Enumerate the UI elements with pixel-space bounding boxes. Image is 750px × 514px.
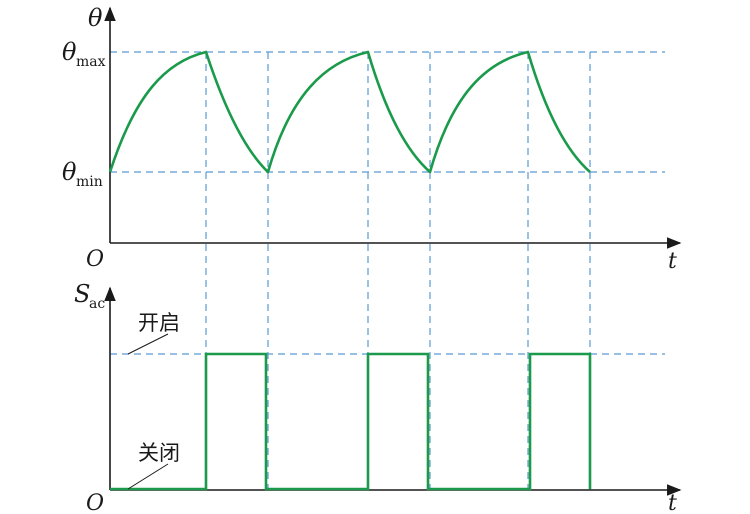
bottom-origin-label: O [86,491,104,514]
svg-text:θ: θ [62,38,77,66]
top-origin-label: O [86,247,104,272]
off-label: 关闭 [138,441,180,465]
bottom-axes [104,286,682,496]
svg-text:min: min [76,174,103,190]
svg-text:θ: θ [62,158,77,186]
top-time-axis-label: t [668,249,677,274]
off-label-leader [127,463,169,490]
theta-axis-label: θ [88,4,103,32]
theta-curve [108,50,591,174]
theta-max-label: θ max [62,38,106,70]
on-label: 开启 [138,311,180,335]
top-axes [104,6,682,249]
on-label-leader [127,333,169,355]
sac-axis-label: S ac [74,280,105,312]
bottom-time-axis-label: t [668,491,677,514]
theta-min-label: θ min [62,158,103,190]
svg-text:max: max [76,54,106,70]
sac-square-wave [110,352,592,491]
svg-text:ac: ac [89,296,105,312]
dashed-guides [110,51,665,490]
svg-text:S: S [74,280,90,308]
